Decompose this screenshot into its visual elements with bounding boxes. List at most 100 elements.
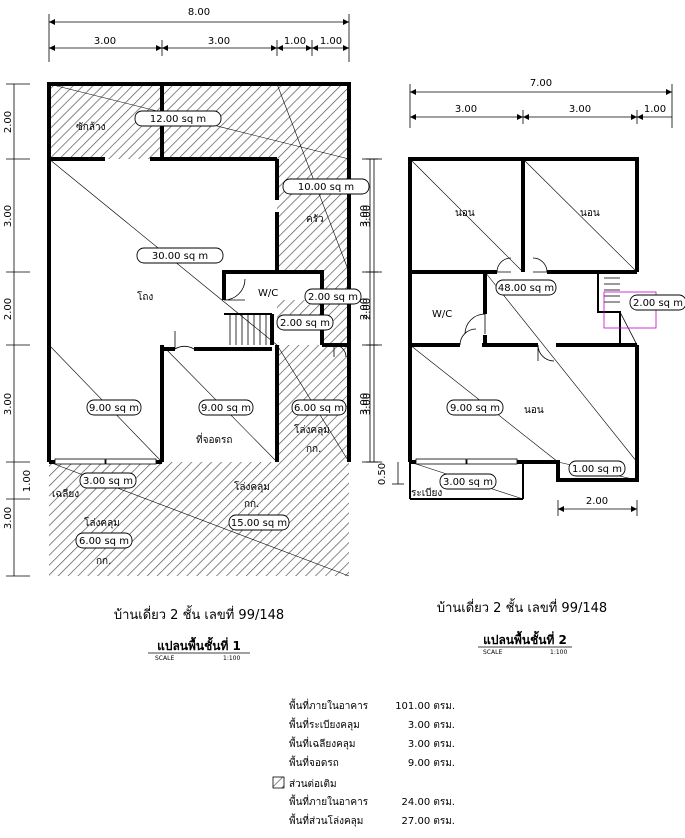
f2-window-b xyxy=(466,458,518,465)
window-front-b xyxy=(105,458,157,465)
f1-dim-total: 8.00 xyxy=(188,7,210,18)
f2-area-balcony: 3.00 sq m xyxy=(443,477,493,488)
f2-area-pill-stair xyxy=(629,294,685,311)
f1-dim-left-1: 2.00 xyxy=(3,111,14,133)
f1-room-parking: ที่จอดรถ xyxy=(196,432,232,446)
f2-dim-seg1: 3.00 xyxy=(455,104,477,115)
f2-area-bed3: 9.00 sq m xyxy=(450,403,500,414)
f2-room-bed3: นอน xyxy=(524,405,544,416)
f2-area-pill-bay xyxy=(568,460,626,477)
f2-dims-left xyxy=(366,158,404,485)
f1-area-kitchen: 10.00 sq m xyxy=(298,182,354,193)
f1-room-open-left-sub: กก. xyxy=(96,556,111,567)
f1-area-stair: 2.00 sq m xyxy=(280,318,330,329)
wall-wc xyxy=(222,270,324,345)
f1-dim-left-4: 3.00 xyxy=(3,393,14,415)
summary-row-3-label: พื้นที่เฉลียงคลุม xyxy=(289,736,356,750)
f2-door-bed1 xyxy=(496,257,512,273)
summary-row-2-label: พื้นที่ระเบียงคลุม xyxy=(289,717,360,731)
floor1-dims-top xyxy=(48,14,350,62)
f1-dim-left-6: 3.00 xyxy=(3,507,14,529)
summary-row-4-value: 9.00 ตรม. xyxy=(408,758,455,769)
f1-dim-right-1: 3.00 xyxy=(359,205,370,227)
f2-door-wc-2 xyxy=(459,328,477,346)
legend-hatch-swatch xyxy=(272,776,285,789)
f1-dim-right-2: 2.00 xyxy=(359,298,370,320)
f1-area-pill-bottom-right xyxy=(228,514,290,531)
f1-dim-seg3: 1.00 xyxy=(284,36,306,47)
area-summary: พื้นที่ภายในอาคาร 101.00 ตรม. พื้นที่ระเ… xyxy=(272,698,455,827)
hatch-kitchen xyxy=(277,159,349,462)
f1-area-pill-parking xyxy=(198,399,254,416)
summary-row-2-value: 3.00 ตรม. xyxy=(408,720,455,731)
f2-room-bed1: นอน xyxy=(455,208,475,219)
f2-dim-seg3: 1.00 xyxy=(644,104,666,115)
legend-label: ส่วนต่อเติม xyxy=(289,779,337,790)
door-parking xyxy=(174,331,195,350)
f1-area-pill-wc-right xyxy=(304,288,362,305)
summary-extra-2-value: 27.00 ตรม. xyxy=(402,816,455,827)
f1-area-pill-bottom-left xyxy=(75,532,133,549)
floor1-stair xyxy=(229,314,267,345)
f1-dim-left-5: 1.00 xyxy=(22,470,33,492)
f1-area-bottom-right: 15.00 sq m xyxy=(231,518,287,529)
f1-room-laundry: ซักล้าง xyxy=(76,121,106,133)
f1-plan-label: แปลนพื้นชั้นที่ 1 xyxy=(157,636,241,653)
f2-outer-right xyxy=(523,345,639,482)
f1-area-hall: 30.00 sq m xyxy=(152,251,208,262)
f1-dim-right-3: 3.00 xyxy=(359,393,370,415)
f2-title: บ้านเดี่ยว 2 ชั้น เลขที่ 99/148 xyxy=(437,598,607,616)
summary-row-4-label: พื้นที่จอดรถ xyxy=(289,755,339,769)
f2-dim-left-2: 2.00 xyxy=(362,298,373,320)
f1-room-wc: W/C xyxy=(258,288,278,299)
f2-dims-bottom xyxy=(557,500,638,516)
f2-area-pill-hall xyxy=(495,279,557,296)
f1-room-open-left: โล่งคลุม xyxy=(84,516,120,529)
f1-area-parking: 9.00 sq m xyxy=(201,403,251,414)
summary-row-1-label: พื้นที่ภายในอาคาร xyxy=(289,698,369,712)
f1-room-kitchen: ครัว xyxy=(306,214,324,225)
floor2-plan xyxy=(366,84,673,516)
f1-room-open-bottom: โล่งคลุม xyxy=(234,480,270,493)
door-wc xyxy=(223,278,246,301)
f2-dim-bottom: 2.00 xyxy=(586,496,608,507)
f2-dims-top xyxy=(409,84,673,128)
f2-door-wc xyxy=(464,313,486,335)
door-right xyxy=(333,344,347,358)
f1-dim-left-3: 2.00 xyxy=(3,298,14,320)
summary-extra-1-value: 24.00 ตรม. xyxy=(402,797,455,808)
f1-area-pill-stair xyxy=(276,314,334,331)
f2-dim-left-4: 0.50 xyxy=(377,463,388,485)
floor1-outer-wall xyxy=(47,82,351,462)
f1-dim-seg4: 1.00 xyxy=(320,36,342,47)
f1-room-open-bottom-sub: กก. xyxy=(244,499,259,510)
f1-area-laundry: 12.00 sq m xyxy=(150,114,206,125)
f1-area-bottom-left: 6.00 sq m xyxy=(79,536,129,547)
f2-scale-value: 1:100 xyxy=(550,649,567,656)
f2-dim-left-1: 3.00 xyxy=(362,205,373,227)
f2-dim-left-3: 3.00 xyxy=(362,393,373,415)
f1-area-terrace: 3.00 sq m xyxy=(83,476,133,487)
f2-area-pill-bed3 xyxy=(446,399,504,416)
f1-dim-seg1: 3.00 xyxy=(94,36,116,47)
f2-door-bed3 xyxy=(537,344,555,362)
f1-area-pill-terrace xyxy=(79,472,137,489)
f2-diag-bed1 xyxy=(409,158,524,273)
floor1-dims-left xyxy=(6,83,30,577)
summary-row-1-value: 101.00 ตรม. xyxy=(395,701,455,712)
f2-room-balcony: ระเบียง xyxy=(411,487,442,499)
f2-diag-hall xyxy=(484,271,638,463)
f1-scale-label: SCALE xyxy=(155,655,174,662)
floor1-plan xyxy=(6,14,378,577)
f1-room-terrace: เฉลียง xyxy=(52,488,79,500)
f1-dim-left-2: 3.00 xyxy=(3,205,14,227)
f2-area-stair: 2.00 sq m xyxy=(633,298,683,309)
f2-scale-label: SCALE xyxy=(483,649,502,656)
f1-area-pill-laundry xyxy=(134,110,222,127)
f1-room-open-right-sub: กก. xyxy=(306,444,321,455)
f2-room-bed2: นอน xyxy=(580,208,600,219)
f1-area-pill-left-bottom xyxy=(86,399,142,416)
f1-area-right-corridor: 6.00 sq m xyxy=(294,403,344,414)
summary-extra-2-label: พื้นที่ส่วนโล่งคลุม xyxy=(289,813,363,827)
